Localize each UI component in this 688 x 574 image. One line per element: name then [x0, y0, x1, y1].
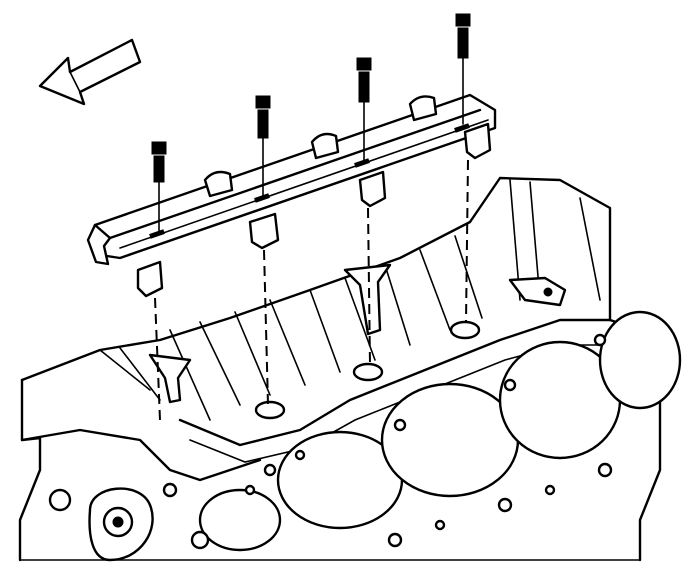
arrow-left-icon: [38, 38, 142, 106]
bolt-1: [151, 141, 167, 421]
bolt-4: [455, 13, 471, 323]
cylinder-bores: [198, 310, 682, 552]
bolt-2: [255, 95, 271, 406]
retainer-clips: [136, 122, 492, 298]
front-cover-gear: [48, 482, 210, 562]
lifter-retainer-bar: [86, 93, 497, 266]
bolt-3: [356, 57, 372, 366]
bolts: [151, 13, 471, 421]
